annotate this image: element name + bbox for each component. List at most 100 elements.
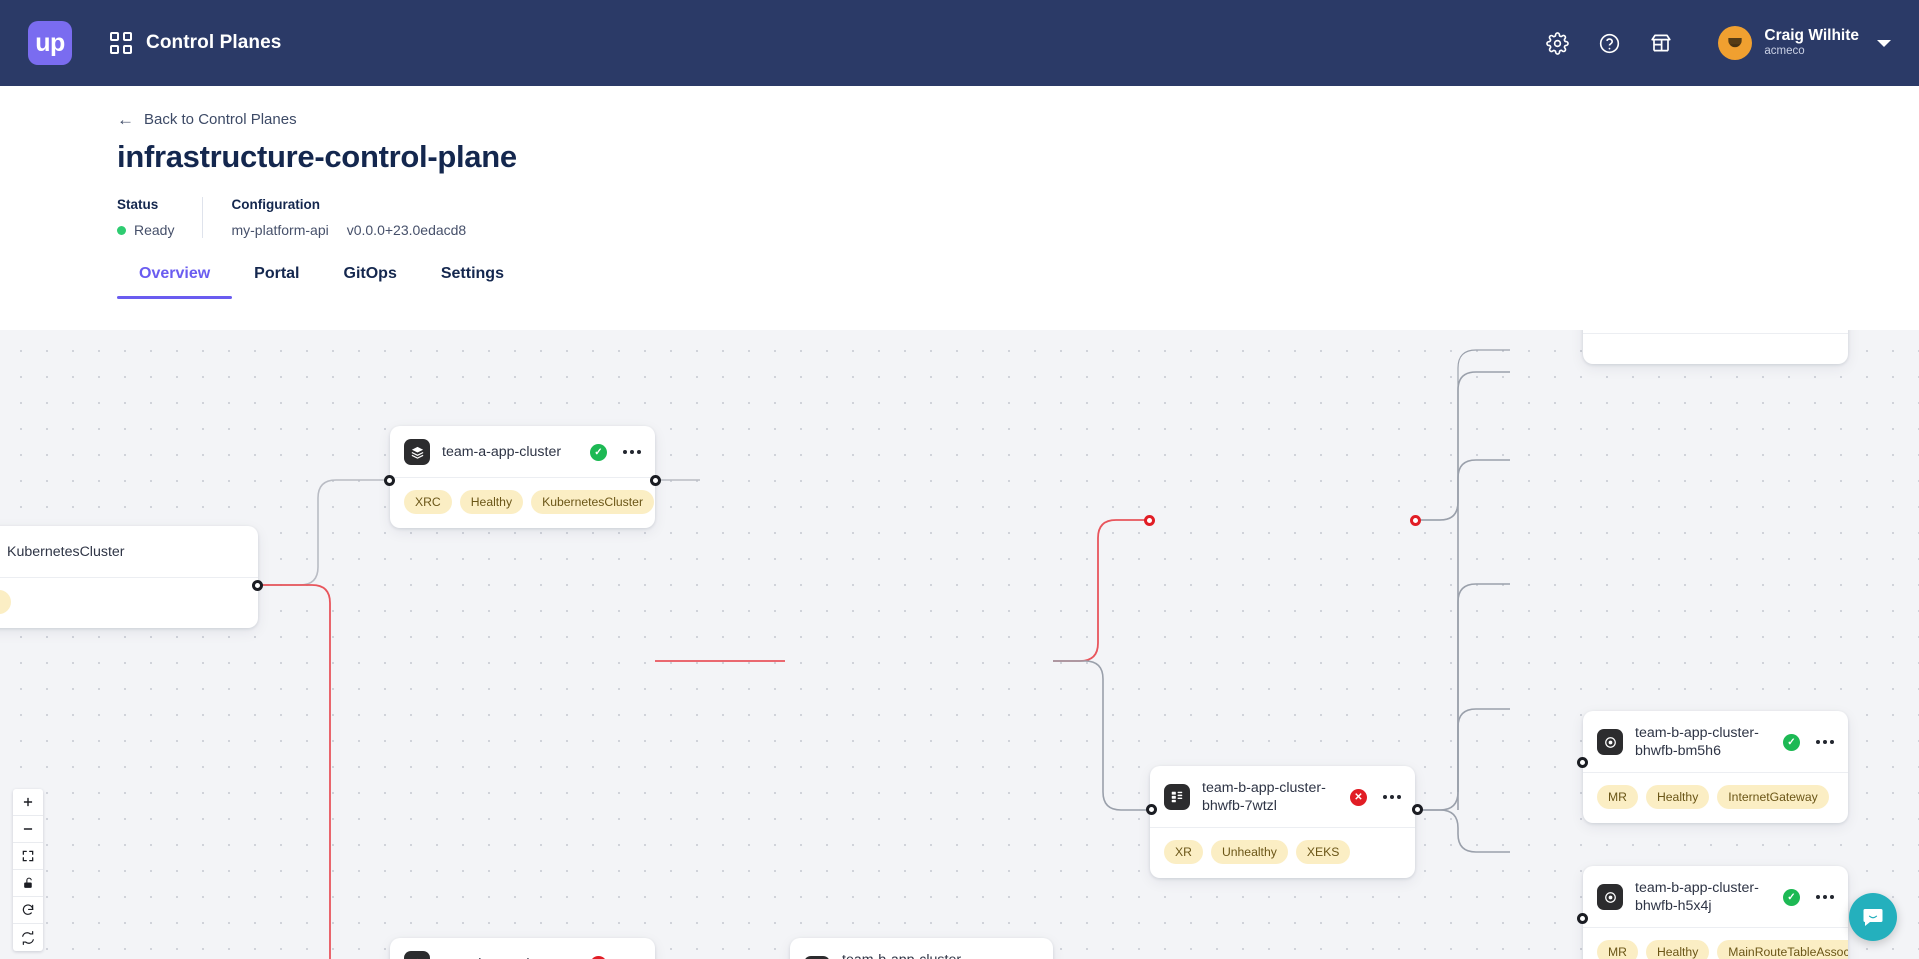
node-tag: InternetGateway: [1717, 785, 1829, 810]
question-circle-icon[interactable]: [1596, 30, 1622, 56]
logo-text: up: [35, 28, 65, 57]
layers-icon: [404, 439, 430, 465]
node-tags: API: [0, 578, 258, 628]
brand-nav-link[interactable]: Control Planes: [110, 32, 281, 54]
node-title: team-b-app-cluster-bhwfb-7wtzl: [1202, 780, 1326, 815]
configuration-block: Configuration my-platform-api v0.0.0+23.…: [202, 197, 494, 238]
graph-node-team-a-app-cluster[interactable]: team-a-app-cluster ✓ XRC Healthy Kuberne…: [390, 426, 655, 528]
user-identity: Craig Wilhite acmeco: [1764, 27, 1859, 58]
tab-portal[interactable]: Portal: [254, 265, 300, 282]
xr-grid-icon: [1164, 784, 1190, 811]
chevron-down-icon[interactable]: [1877, 39, 1891, 47]
status-badge-healthy: ✓: [590, 443, 607, 461]
graph-node-team-b-app-cluster[interactable]: team-b-app-cluster ✕ XRC Unhealthy Kuber…: [390, 938, 655, 959]
top-navigation-bar: up Control Planes: [0, 0, 1919, 86]
node-tag: API: [0, 590, 11, 614]
tab-gitops[interactable]: GitOps: [343, 265, 397, 282]
node-tag: XR: [1164, 840, 1203, 865]
mr-target-icon: [1597, 729, 1623, 756]
upbound-logo[interactable]: up: [28, 21, 72, 65]
graph-node-clipped-top[interactable]: [1583, 330, 1848, 364]
node-tag: Healthy: [459, 490, 524, 514]
fit-screen-icon[interactable]: [13, 843, 43, 870]
layers-icon: [404, 951, 430, 959]
node-handle-left[interactable]: [1144, 515, 1155, 526]
graph-node-team-b-app-cluster-bhwfb-bm5h6[interactable]: team-b-app-cluster-bhwfb-bm5h6 ✓ MR Heal…: [1583, 711, 1848, 824]
node-tags: MR Healthy MainRouteTableAssociation: [1583, 928, 1848, 959]
sync-icon[interactable]: [13, 924, 43, 951]
status-badge-healthy: ✓: [1783, 733, 1800, 751]
store-icon[interactable]: [1648, 30, 1674, 56]
node-tags: XR Unhealthy XEKS: [1150, 828, 1415, 878]
node-tag: MR: [1597, 940, 1638, 959]
node-handle-left[interactable]: [384, 475, 395, 486]
back-to-control-planes-link[interactable]: ← Back to Control Planes: [117, 111, 297, 128]
node-tag: MainRouteTableAssociation: [1717, 940, 1848, 959]
configuration-version: v0.0.0+23.0edacd8: [346, 222, 467, 238]
graph-node-kubernetescluster[interactable]: K KubernetesCluster API: [0, 526, 258, 628]
node-tags: MR Healthy InternetGateway: [1583, 773, 1848, 823]
node-title: team-b-app-cluster-bhwfb: [842, 951, 976, 959]
node-title: KubernetesCluster: [7, 543, 125, 560]
node-title: team-b-app-cluster-bhwfb-bm5h6: [1635, 725, 1759, 760]
status-badge-unhealthy: ✕: [1350, 788, 1367, 806]
node-handle-right[interactable]: [650, 475, 661, 486]
unlock-icon[interactable]: [13, 870, 43, 897]
refresh-icon[interactable]: [13, 897, 43, 924]
avatar: [1718, 26, 1753, 60]
status-label: Status: [117, 197, 159, 212]
status-badge-healthy: ✓: [1783, 888, 1800, 906]
status-block: Status Ready: [117, 197, 202, 238]
chat-bubble-icon[interactable]: [1849, 893, 1897, 941]
node-title: team-b-app-cluster-bhwfb-h5x4j: [1635, 880, 1759, 915]
node-header: K KubernetesCluster: [0, 526, 258, 578]
node-handle-right[interactable]: [1410, 515, 1421, 526]
canvas-controls: [13, 789, 43, 951]
configuration-name: my-platform-api: [231, 222, 329, 238]
gear-icon[interactable]: [1544, 30, 1570, 56]
plus-icon[interactable]: [13, 789, 43, 816]
node-header: team-b-app-cluster-bhwfb-7wtzl ✕: [1150, 766, 1415, 829]
node-handle-right[interactable]: [1412, 804, 1423, 815]
configuration-value: my-platform-api v0.0.0+23.0edacd8: [231, 222, 466, 238]
xr-grid-icon: [804, 956, 830, 959]
tab-settings[interactable]: Settings: [440, 265, 504, 282]
node-menu-button[interactable]: [1812, 740, 1834, 745]
graph-edges: [258, 349, 1510, 959]
user-menu[interactable]: Craig Wilhite acmeco: [1718, 26, 1891, 60]
minus-icon[interactable]: [13, 816, 43, 843]
node-title: team-b-app-cluster: [442, 955, 578, 959]
page-header: ← Back to Control Planes infrastructure-…: [0, 86, 1919, 238]
node-title: team-a-app-cluster: [442, 443, 562, 460]
node-menu-button[interactable]: [619, 450, 641, 454]
status-badge: Ready: [117, 222, 174, 238]
resource-graph-canvas[interactable]: K KubernetesCluster API team-a-app-clust…: [0, 330, 1919, 959]
arrow-left-icon: ←: [117, 110, 134, 129]
node-handle-left[interactable]: [1146, 804, 1157, 815]
tab-bar: Overview Portal GitOps Settings: [0, 265, 1919, 299]
node-menu-button[interactable]: [1812, 895, 1834, 900]
node-tag: XEKS: [1295, 840, 1351, 865]
brand-label: Control Planes: [146, 32, 282, 53]
graph-node-team-b-app-cluster-bhwfb-h5x4j[interactable]: team-b-app-cluster-bhwfb-h5x4j ✓ MR Heal…: [1583, 866, 1848, 959]
meta-row: Status Ready Configuration my-platform-a…: [117, 197, 1919, 238]
node-header: team-b-app-cluster-bhwfb ✕: [790, 938, 1053, 959]
node-tags: XRC Healthy KubernetesCluster: [390, 478, 655, 528]
tab-overview[interactable]: Overview: [117, 265, 233, 299]
node-tag: XRC: [404, 490, 452, 514]
graph-node-team-b-app-cluster-bhwfb-7wtzl[interactable]: team-b-app-cluster-bhwfb-7wtzl ✕ XR Unhe…: [1150, 766, 1415, 879]
node-tag: Healthy: [1645, 940, 1710, 959]
node-tag: MR: [1597, 785, 1638, 810]
status-badge-unhealthy: ✕: [590, 955, 607, 959]
node-tag: KubernetesCluster: [531, 490, 655, 514]
node-menu-button[interactable]: [1379, 795, 1401, 800]
topbar-actions: Craig Wilhite acmeco: [1544, 26, 1891, 60]
node-tag: Unhealthy: [1210, 840, 1288, 865]
graph-node-team-b-app-cluster-bhwfb[interactable]: team-b-app-cluster-bhwfb ✕ XR Unhealthy …: [790, 938, 1053, 959]
node-handle-left[interactable]: [1577, 757, 1588, 768]
node-handle-left[interactable]: [1577, 913, 1588, 924]
back-link-label: Back to Control Planes: [144, 111, 297, 128]
mr-target-icon: [1597, 884, 1623, 911]
node-handle-right[interactable]: [252, 580, 263, 591]
node-header: team-b-app-cluster-bhwfb-h5x4j ✓: [1583, 866, 1848, 929]
